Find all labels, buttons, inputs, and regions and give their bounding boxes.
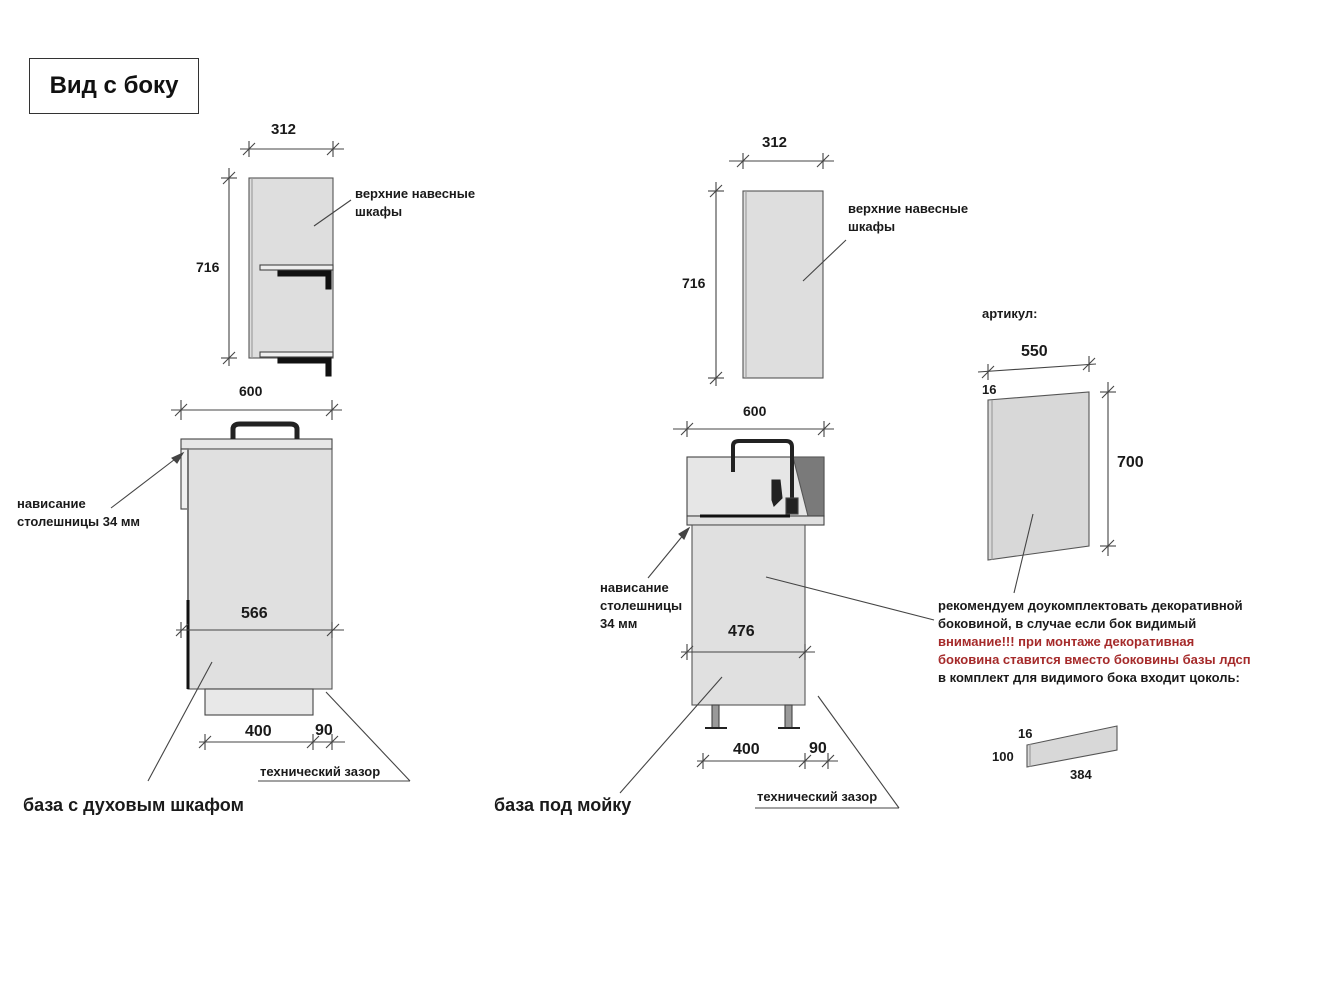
plinth-height: 100 [992,749,1014,764]
left-gap: 90 [315,722,333,739]
right-upper-label-line2: шкафы [848,219,896,234]
leg-front [711,704,720,729]
right-base-label: база под мойку [494,795,632,815]
plinth-thickness: 16 [1018,726,1033,741]
left-base-depth: 566 [241,605,268,622]
page-title: Вид с боку [29,58,199,114]
leg-rear [784,704,793,729]
left-upper-shelf-top [259,264,334,271]
right-gap-label: технический зазор [757,789,878,804]
recommend-note: рекомендуем доукомплектовать декоративно… [938,597,1251,687]
oven-handle [230,421,300,439]
right-upper-label-line1: верхние навесные [848,201,969,216]
left-upper-width: 312 [271,121,297,138]
left-base-width: 600 [239,383,263,399]
right-base-body [691,524,806,706]
panel-height: 700 [1117,454,1144,471]
plinth-piece [1026,725,1118,768]
right-overhang-line1: нависание [600,580,669,595]
left-base-body [187,448,333,690]
faucet [731,439,794,512]
right-overhang-line2: столешницы [600,598,683,613]
decorative-panel [987,391,1090,561]
warning-line1: внимание!!! при монтаже декоративная [938,634,1195,649]
left-gap-label: технический зазор [260,764,381,779]
left-upper-label-line1: верхние навесные [355,186,476,201]
plinth-length: 384 [1070,767,1092,782]
right-base-width: 600 [743,403,767,419]
right-upper-height: 716 [682,275,706,291]
right-overhang-label: нависание столешницы 34 мм [600,579,682,633]
left-countertop [180,438,333,450]
left-overhang-line1: нависание [17,496,86,511]
left-base-label: база с духовым шкафом [23,795,244,815]
panel-thickness: 16 [982,382,997,397]
warning-line2: боковина ставится вместо боковины базы л… [938,652,1251,667]
recommend-line1: рекомендуем доукомплектовать декоративно… [938,598,1243,613]
plinth-included-note: в комплект для видимого бока входит цоко… [938,670,1240,685]
right-overhang-line3: 34 мм [600,616,638,631]
left-upper-height: 716 [196,259,220,275]
left-overhang-line2: столешницы 34 мм [17,514,141,529]
left-upper-label-line2: шкафы [355,204,403,219]
right-plinth-depth: 400 [733,741,760,758]
article-label: артикул: [982,306,1038,321]
right-upper-label: верхние навесные шкафы [848,200,968,236]
left-upper-shelf-bottom [259,351,334,358]
right-upper-cabinet [742,190,824,379]
left-upper-label: верхние навесные шкафы [355,185,475,221]
recommend-line2: боковиной, в случае если бок видимый [938,616,1197,631]
left-overhang-label: нависание столешницы 34 мм [17,495,140,531]
right-upper-width: 312 [762,134,788,151]
right-base-depth: 476 [728,623,755,640]
left-plinth [204,688,314,716]
panel-width: 550 [1021,343,1048,360]
left-plinth-depth: 400 [245,723,272,740]
right-gap: 90 [809,740,827,757]
